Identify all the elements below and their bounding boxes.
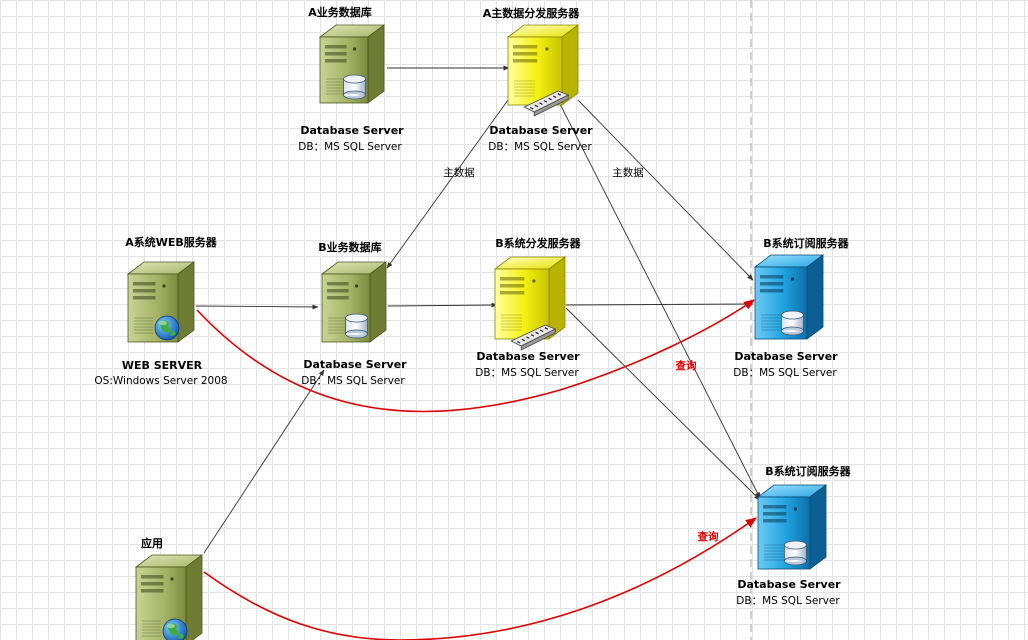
node-app: 应用 <box>141 536 163 550</box>
server-icon-app <box>134 554 204 640</box>
edge-adist-bsub1 <box>577 99 754 281</box>
server-icon-b-sub2 <box>756 484 828 570</box>
node-a-dist: A主数据分发服务器 Database Server DB：MS SQL Serv… <box>483 6 593 153</box>
node-name: Database Server <box>737 578 841 591</box>
query-curve-1 <box>196 299 755 413</box>
node-title: 应用 <box>141 536 163 550</box>
node-b-sub-2: B系统订阅服务器 Database Server DB：MS SQL Serve… <box>736 464 851 607</box>
edge-bdist-bsub2 <box>565 307 761 501</box>
node-sub: DB：MS SQL Server <box>733 367 837 379</box>
edge-aweb-bdb <box>195 304 319 310</box>
node-sub: DB：MS SQL Server <box>488 141 592 153</box>
node-name: Database Server <box>476 350 580 363</box>
node-b-sub-1: B系统订阅服务器 Database Server DB：MS SQL Serve… <box>733 236 849 379</box>
server-icon-a-dist <box>506 24 580 117</box>
node-title: B系统订阅服务器 <box>763 236 849 250</box>
edge-app-bdb <box>203 369 325 554</box>
node-name: Database Server <box>734 350 838 363</box>
node-title: A主数据分发服务器 <box>483 6 581 20</box>
node-title: B系统分发服务器 <box>495 236 581 250</box>
node-name: Database Server <box>300 124 404 137</box>
node-title: A系统WEB服务器 <box>125 235 218 249</box>
query-curve-2 <box>203 517 757 640</box>
query-curves <box>196 299 757 640</box>
edge-label-master-data-right: 主数据 <box>612 166 644 179</box>
edge-label-query-1: 查询 <box>675 359 697 372</box>
node-sub: DB：MS SQL Server <box>298 141 402 153</box>
server-icon-a-db <box>318 24 386 104</box>
node-sub: DB：MS SQL Server <box>301 375 405 387</box>
node-sub: DB：MS SQL Server <box>736 595 840 607</box>
server-icon-a-web <box>126 261 196 343</box>
edge-label-query-2: 查询 <box>697 530 719 543</box>
edge-adist-bsub2 <box>559 103 761 499</box>
node-sub: OS:Windows Server 2008 <box>94 375 227 387</box>
edge-bdb-bdist <box>387 302 498 308</box>
connectors <box>195 65 761 554</box>
node-name: Database Server <box>489 124 593 137</box>
node-b-db: B业务数据库 Database Server DB：MS SQL Server <box>301 240 407 387</box>
node-name: Database Server <box>303 358 407 371</box>
server-icon-b-db <box>320 261 388 343</box>
server-icon-b-sub1 <box>753 254 825 340</box>
servers <box>126 24 828 640</box>
node-a-web: A系统WEB服务器 WEB SERVER OS:Windows Server 2… <box>94 235 227 387</box>
edge-bdist-bsub1 <box>565 301 754 307</box>
edge-adist-bdb <box>386 99 509 269</box>
node-title: B系统订阅服务器 <box>765 464 851 478</box>
server-icon-b-dist <box>493 256 567 351</box>
node-b-dist: B系统分发服务器 Database Server DB：MS SQL Serve… <box>475 236 581 379</box>
node-a-db: A业务数据库 Database Server DB：MS SQL Server <box>298 5 404 153</box>
node-title: A业务数据库 <box>308 5 372 19</box>
node-name: WEB SERVER <box>122 359 203 372</box>
node-title: B业务数据库 <box>318 240 381 254</box>
node-sub: DB：MS SQL Server <box>475 367 579 379</box>
edge-label-master-data-left: 主数据 <box>443 166 475 179</box>
